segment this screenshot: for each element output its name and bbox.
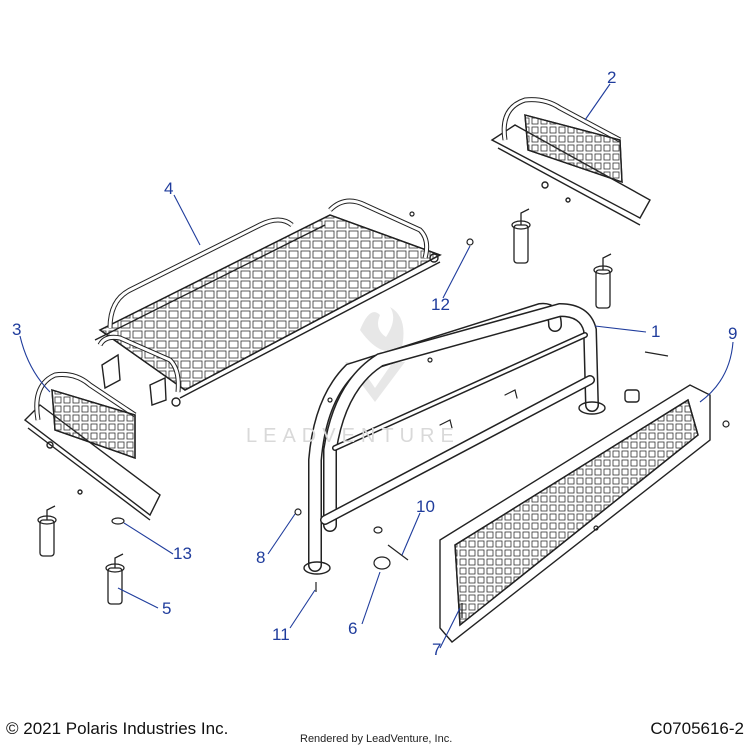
side-rail-part-2	[490, 97, 651, 226]
drawing-number: C0705616-2	[650, 719, 744, 738]
latch-pin-upper-a	[511, 208, 531, 264]
callout-9: 9	[728, 324, 738, 343]
callout-7: 7	[432, 640, 442, 659]
washer-part-13	[111, 517, 125, 525]
rear-panel-part-9	[439, 384, 711, 643]
latch-pin-lower-b	[105, 553, 125, 605]
hardware	[294, 211, 730, 618]
latch-pin-lower-a	[37, 505, 57, 557]
bushing-part-6	[373, 556, 391, 570]
callout-5: 5	[162, 599, 172, 618]
callout-1: 1	[651, 322, 661, 341]
leader-lines	[19, 83, 734, 649]
callout-2: 2	[607, 68, 617, 87]
callout-6: 6	[348, 619, 358, 638]
callout-12: 12	[431, 295, 450, 314]
callout-4: 4	[164, 179, 174, 198]
side-rail-part-3	[23, 372, 161, 521]
roll-bar-part-1	[303, 302, 606, 575]
cargo-rack-part-4	[94, 198, 442, 407]
nut-part-12	[466, 238, 474, 246]
watermark-text: LEADVENTURE	[246, 425, 460, 447]
latch-pin-upper-b	[593, 253, 613, 309]
callout-11: 11	[272, 625, 290, 644]
callout-10: 10	[416, 497, 435, 516]
callout-8: 8	[256, 548, 266, 567]
callout-13: 13	[173, 544, 192, 563]
rendered-by-text: Rendered by LeadVenture, Inc.	[300, 733, 453, 745]
callout-3: 3	[12, 320, 22, 339]
nut-part-8	[294, 508, 302, 516]
copyright-text: © 2021 Polaris Industries Inc.	[6, 719, 229, 738]
bolt-part-10	[387, 544, 409, 561]
